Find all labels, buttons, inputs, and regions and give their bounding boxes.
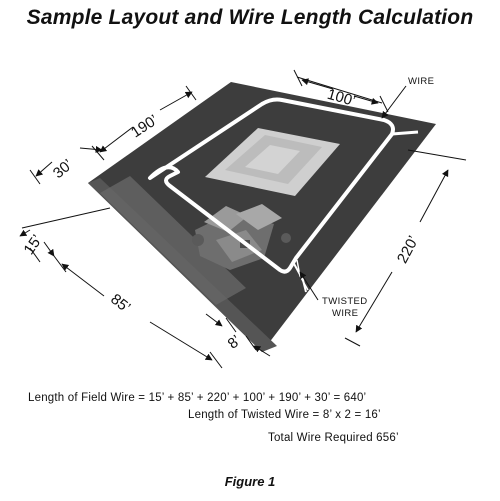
pool-inner [245,145,300,174]
field-wire-calculation: Length of Field Wire = 15’ + 85’ + 220’ … [28,392,367,404]
driveway-strip [100,176,246,305]
dimension-8: 8’ [225,332,245,353]
figure-caption: Figure 1 [224,474,276,489]
twisted-wire-label-line1: TWISTED [322,296,368,307]
dimension-15: 15’ [21,232,46,258]
wire-extension [391,130,419,136]
field-wire-loop [148,97,395,274]
twisted-wire-calculation: Length of Twisted Wire = 8’ x 2 = 16’ [188,409,381,421]
wire-label: WIRE [408,76,434,87]
total-wire-required: Total Wire Required 656’ [268,432,399,444]
dimension-85: 85’ [107,291,133,317]
dimension-lines [19,69,467,369]
house [192,204,291,270]
diagram-title: Sample Layout and Wire Length Calculatio… [26,6,474,29]
dimension-30: 30’ [50,156,76,182]
twisted-wire-label-line2: WIRE [332,308,358,319]
dimension-220: 220’ [394,233,422,266]
